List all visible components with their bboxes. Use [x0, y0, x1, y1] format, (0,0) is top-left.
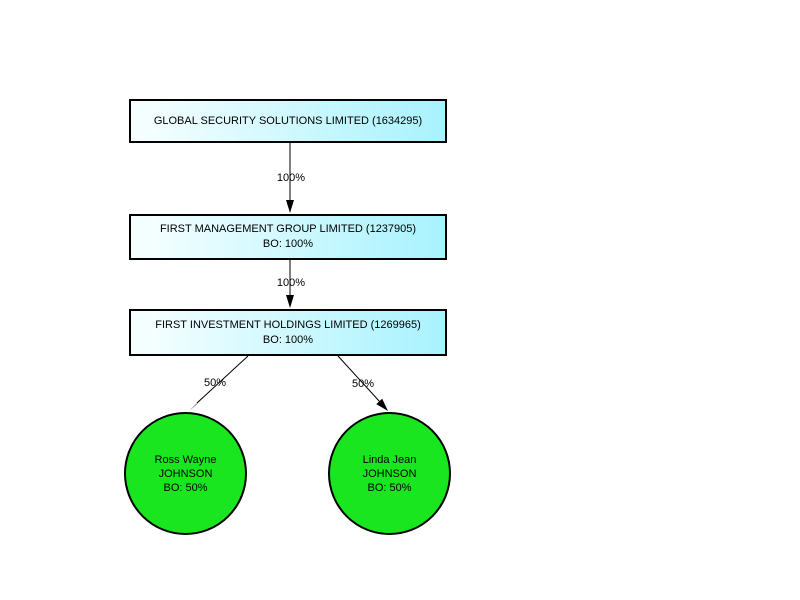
company-bo-percentage: BO: 100% — [262, 238, 314, 250]
person-first-names: Linda Jean — [362, 453, 417, 466]
person-surname: JOHNSON — [158, 467, 213, 480]
company-name: FIRST INVESTMENT HOLDINGS LIMITED (12699… — [155, 318, 421, 331]
company-name: FIRST MANAGEMENT GROUP LIMITED (1237905) — [159, 223, 417, 235]
company-node-first-management-group: FIRST MANAGEMENT GROUP LIMITED (1237905)… — [129, 214, 447, 260]
person-bo-percentage: BO: 50% — [367, 481, 412, 494]
company-name: GLOBAL SECURITY SOLUTIONS LIMITED (16342… — [153, 114, 423, 127]
person-node-linda-jean-johnson: Linda Jean JOHNSON BO: 50% — [328, 412, 451, 535]
edge-label-100-percent-1: 100% — [276, 172, 306, 184]
company-node-global-security-solutions: GLOBAL SECURITY SOLUTIONS LIMITED (16342… — [129, 99, 447, 143]
person-first-names: Ross Wayne — [154, 453, 217, 466]
edge-label-100-percent-2: 100% — [276, 277, 306, 289]
company-bo-percentage: BO: 100% — [262, 333, 314, 346]
edge-label-50-percent-left: 50% — [203, 377, 227, 389]
person-node-ross-wayne-johnson: Ross Wayne JOHNSON BO: 50% — [124, 412, 247, 535]
person-bo-percentage: BO: 50% — [163, 481, 208, 494]
company-node-first-investment-holdings: FIRST INVESTMENT HOLDINGS LIMITED (12699… — [129, 309, 447, 356]
person-surname: JOHNSON — [362, 467, 417, 480]
edge-label-50-percent-right: 50% — [351, 378, 375, 390]
